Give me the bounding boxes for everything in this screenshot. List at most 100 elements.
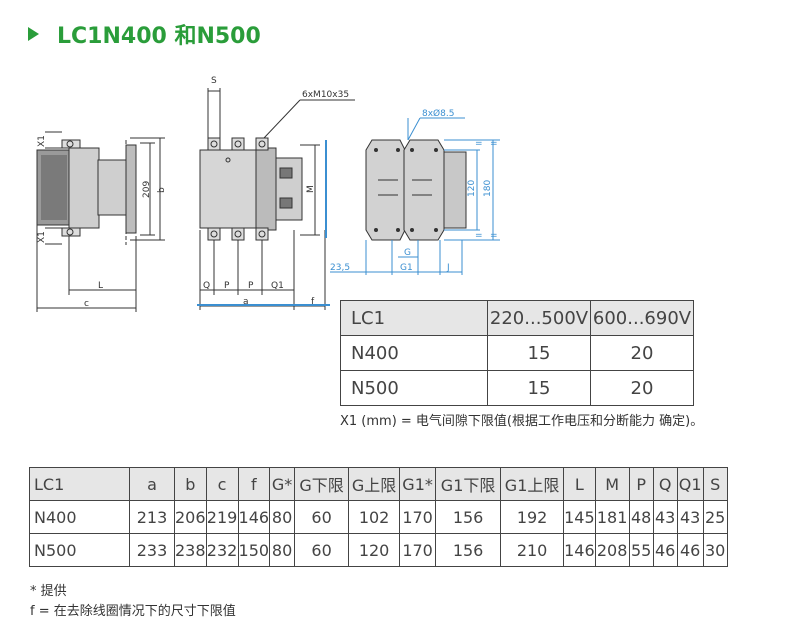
table-header-cell: f	[237, 467, 271, 501]
table-cell: 145	[563, 500, 596, 534]
table-header-cell: S	[702, 467, 728, 501]
table-row: N400 213 206 219 146 80 60 102 170 156 1…	[29, 500, 728, 534]
table-cell: 233	[129, 533, 175, 567]
table-header-cell: G上限	[348, 467, 401, 501]
dim-j-label: J	[446, 263, 450, 273]
dim-q1-label: Q1	[271, 281, 284, 291]
table-cell: N500	[29, 533, 130, 567]
table-cell: N500	[340, 370, 488, 406]
table-cell: 60	[294, 500, 350, 534]
table-header-cell: G1下限	[435, 467, 502, 501]
table-header-cell: b	[174, 467, 207, 501]
table-cell: N400	[29, 500, 130, 534]
table-cell: 170	[399, 533, 437, 567]
table-header-cell: 600...690V	[590, 300, 694, 336]
dimension-table: LC1 a b c f G* G下限 G上限 G1* G1下限 G1上限 L M…	[29, 467, 728, 567]
play-arrow-icon	[28, 27, 39, 41]
table-cell: 102	[348, 500, 401, 534]
dim-23-label: 23,5	[330, 263, 350, 273]
table-header-cell: G1上限	[500, 467, 565, 501]
dim-f-label: f	[311, 297, 315, 307]
dim-s-label: S	[211, 76, 217, 86]
x1-note: X1 (mm) = 电气间隙下限值(根据工作电压和分断能力 确定)。	[340, 414, 704, 429]
table-header-cell: G1*	[399, 467, 437, 501]
table-cell: 210	[500, 533, 565, 567]
table-cell: 150	[237, 533, 271, 567]
table-cell: 156	[435, 500, 502, 534]
table-row: N500 15 20	[340, 370, 694, 406]
dim-209-label: 209	[142, 181, 152, 198]
dim-120-label: 120	[467, 180, 477, 197]
table-cell: 232	[205, 533, 239, 567]
table-cell: 25	[702, 500, 728, 534]
mounting-view	[330, 117, 500, 275]
table-cell: 46	[652, 533, 678, 567]
table-cell: 120	[348, 533, 401, 567]
table-cell: 181	[594, 500, 630, 534]
front-view	[199, 88, 355, 310]
table-cell: 206	[174, 500, 207, 534]
footnote-star: * 提供	[30, 584, 67, 599]
table-cell: 208	[594, 533, 630, 567]
table-cell: 55	[628, 533, 654, 567]
eq1-label: =	[475, 139, 483, 149]
table-cell: 20	[590, 335, 694, 371]
table-cell: 30	[702, 533, 728, 567]
dim-q-label: Q	[203, 281, 210, 291]
table-cell: 48	[628, 500, 654, 534]
table-cell: N400	[340, 335, 488, 371]
side-view	[36, 131, 165, 312]
table-cell: 80	[269, 533, 296, 567]
table-cell: 80	[269, 500, 296, 534]
table-header-cell: G*	[269, 467, 296, 501]
table-cell: 60	[294, 533, 350, 567]
table-header-cell: 220...500V	[487, 300, 591, 336]
table-row: N400 15 20	[340, 335, 694, 371]
table-header-cell: Q1	[676, 467, 704, 501]
page-title: LC1N400 和N500	[57, 24, 261, 49]
table-cell: 146	[237, 500, 271, 534]
dim-p1-label: P	[224, 281, 230, 291]
table-header-cell: LC1	[340, 300, 488, 336]
table-header-cell: a	[129, 467, 175, 501]
table-row: LC1 a b c f G* G下限 G上限 G1* G1下限 G1上限 L M…	[29, 467, 728, 501]
table-cell: 15	[487, 335, 591, 371]
table-row: LC1 220...500V 600...690V	[340, 300, 694, 336]
section-title: LC1N400 和N500	[28, 18, 261, 50]
table-header-cell: LC1	[29, 467, 130, 501]
x1-bottom-label: X1	[37, 231, 47, 243]
table-cell: 170	[399, 500, 437, 534]
table-cell: 15	[487, 370, 591, 406]
table-row: N500 233 238 232 150 80 60 120 170 156 2…	[29, 533, 728, 567]
dim-c-label: c	[84, 299, 89, 309]
eq4-label: =	[490, 231, 498, 241]
table-cell: 146	[563, 533, 596, 567]
table-cell: 238	[174, 533, 207, 567]
table-header-cell: c	[205, 467, 239, 501]
table-header-cell: L	[563, 467, 596, 501]
dim-180-label: 180	[483, 180, 493, 197]
x1-top-label: X1	[37, 135, 47, 147]
footnote-f: f = 在去除线圈情况下的尺寸下限值	[30, 604, 236, 619]
table-header-cell: M	[594, 467, 630, 501]
table-header-cell: G下限	[294, 467, 350, 501]
dim-a-label: a	[243, 297, 249, 307]
table-header-cell: Q	[652, 467, 678, 501]
table-cell: 43	[652, 500, 678, 534]
table-header-cell: P	[628, 467, 654, 501]
dimension-drawing: X1 X1 209 b L c S	[36, 76, 500, 312]
dim-m-label: M	[306, 185, 316, 193]
eq3-label: =	[475, 231, 483, 241]
table-cell: 156	[435, 533, 502, 567]
table-cell: 219	[205, 500, 239, 534]
dim-p2-label: P	[248, 281, 254, 291]
thread-spec-label: 6xM10x35	[302, 90, 349, 100]
table-cell: 192	[500, 500, 565, 534]
eq2-label: =	[490, 139, 498, 149]
table-cell: 20	[590, 370, 694, 406]
table-cell: 43	[676, 500, 704, 534]
table-cell: 46	[676, 533, 704, 567]
table-cell: 213	[129, 500, 175, 534]
dim-l-label: L	[98, 281, 103, 291]
dim-g-label: G	[404, 248, 411, 258]
